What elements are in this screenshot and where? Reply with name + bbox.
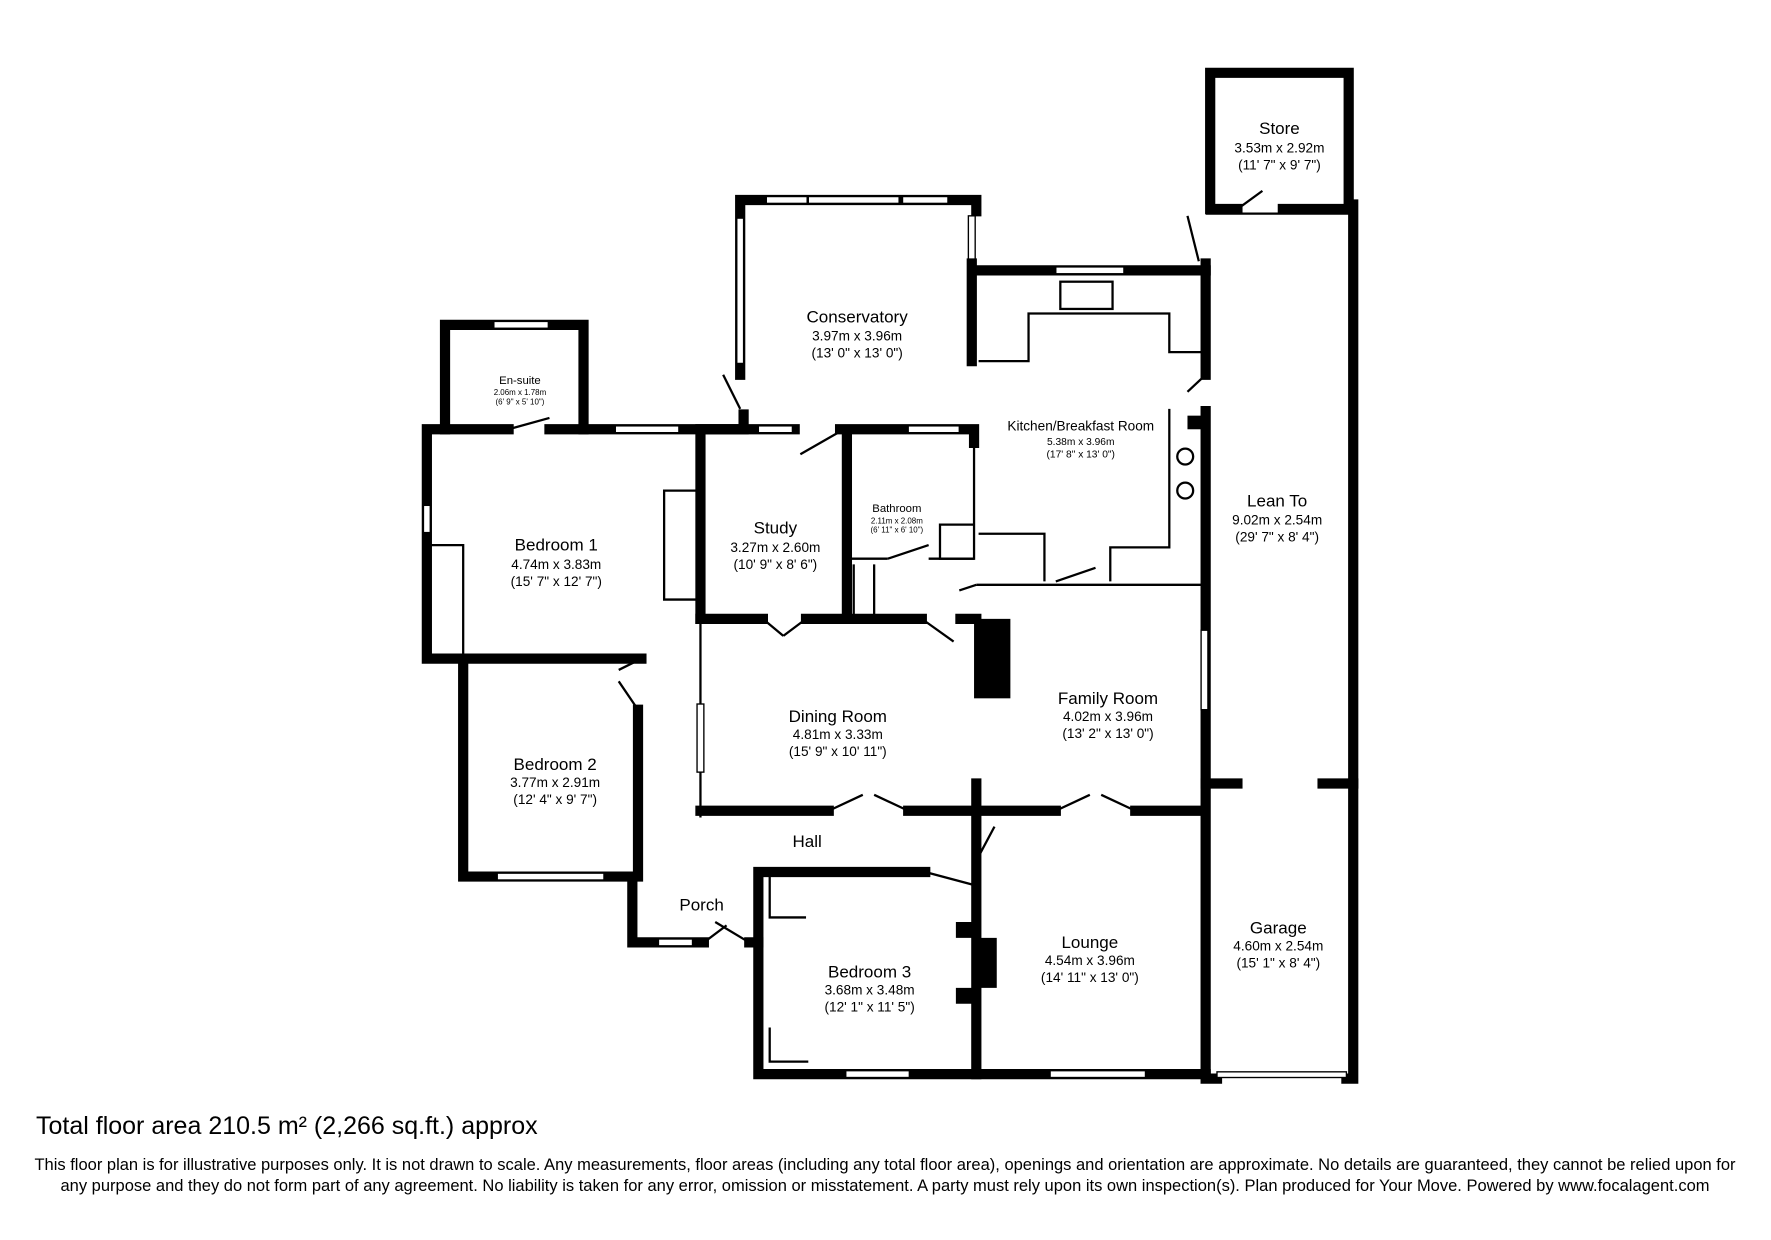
room-kitchen: Kitchen/Breakfast Room 5.38m x 3.96m (17' …	[1007, 418, 1154, 460]
svg-text:(13' 0" x 13' 0"): (13' 0" x 13' 0")	[811, 346, 902, 361]
svg-text:3.27m x 2.60m: 3.27m x 2.60m	[730, 540, 820, 555]
svg-text:Family Room: Family Room	[1058, 689, 1158, 708]
disclaimer: This floor plan is for illustrative purp…	[34, 1156, 1736, 1195]
svg-text:4.74m x 3.83m: 4.74m x 3.83m	[511, 557, 601, 572]
svg-text:Conservatory: Conservatory	[807, 308, 909, 327]
svg-text:Lounge: Lounge	[1061, 933, 1118, 952]
room-labels: Store 3.53m x 2.92m (11' 7" x 9' 7") Conse…	[494, 119, 1325, 1015]
svg-text:Study: Study	[754, 519, 798, 538]
room-leanto: Lean To 9.02m x 2.54m (29' 7" x 8' 4")	[1232, 491, 1322, 544]
svg-text:Garage: Garage	[1250, 918, 1307, 937]
svg-text:En-suite: En-suite	[499, 375, 541, 387]
svg-text:3.68m x 3.48m: 3.68m x 3.48m	[825, 983, 915, 998]
svg-text:Store: Store	[1259, 119, 1300, 138]
svg-text:4.02m x 3.96m: 4.02m x 3.96m	[1063, 709, 1153, 724]
room-bathroom: Bathroom 2.11m x 2.08m(6' 11" x 6' 10")	[871, 503, 924, 534]
svg-text:4.81m x 3.33m: 4.81m x 3.33m	[793, 727, 883, 742]
svg-text:Bedroom 1: Bedroom 1	[515, 536, 598, 555]
svg-text:3.77m x 2.91m: 3.77m x 2.91m	[510, 775, 600, 790]
svg-text:(12' 4" x 9' 7"): (12' 4" x 9' 7")	[513, 792, 597, 807]
svg-text:(15' 1" x 8' 4"): (15' 1" x 8' 4")	[1236, 955, 1320, 970]
svg-text:3.97m x 3.96m: 3.97m x 3.96m	[812, 329, 902, 344]
svg-text:(10' 9" x 8' 6"): (10' 9" x 8' 6")	[734, 557, 818, 572]
svg-text:Bedroom 3: Bedroom 3	[828, 963, 911, 982]
room-study: Study 3.27m x 2.60m (10' 9" x 8' 6")	[730, 519, 820, 572]
total-floor-area: Total floor area 210.5 m² (2,266 sq.ft.)…	[36, 1112, 538, 1140]
svg-text:9.02m x 2.54m: 9.02m x 2.54m	[1232, 513, 1322, 528]
svg-text:Kitchen/Breakfast Room: Kitchen/Breakfast Room	[1007, 418, 1154, 433]
svg-text:2.06m x 1.78m: 2.06m x 1.78m	[494, 388, 547, 397]
svg-text:Bedroom 2: Bedroom 2	[514, 755, 597, 774]
room-hall: Hall	[793, 832, 822, 851]
svg-text:Porch: Porch	[679, 896, 723, 915]
room-bedroom1: Bedroom 1 4.74m x 3.83m (15' 7" x 12' 7")	[511, 536, 602, 589]
svg-text:2.11m x 2.08m: 2.11m x 2.08m	[871, 517, 923, 526]
svg-text:4.60m x 2.54m: 4.60m x 2.54m	[1233, 938, 1323, 953]
svg-text:Lean To: Lean To	[1247, 491, 1307, 510]
svg-text:5.38m x 3.96m: 5.38m x 3.96m	[1047, 437, 1115, 448]
room-bedroom3: Bedroom 33.68m x 3.48m (12' 1" x 11' 5")	[824, 963, 914, 1015]
svg-text:3.53m x 2.92m: 3.53m x 2.92m	[1234, 140, 1324, 155]
svg-text:(11' 7" x 9' 7"): (11' 7" x 9' 7")	[1238, 157, 1321, 172]
svg-text:(6' 11" x 6' 10"): (6' 11" x 6' 10")	[871, 526, 924, 535]
walls	[421, 67, 1359, 1084]
room-conservatory: Conservatory 3.97m x 3.96m (13' 0" x 13' 0…	[807, 308, 909, 361]
room-porch: Porch	[679, 896, 723, 915]
room-store: Store 3.53m x 2.92m (11' 7" x 9' 7")	[1234, 119, 1324, 172]
svg-text:(15' 7" x 12' 7"): (15' 7" x 12' 7")	[511, 574, 602, 589]
svg-text:Hall: Hall	[793, 832, 822, 851]
room-bedroom2: Bedroom 23.77m x 2.91m (12' 4" x 9' 7")	[510, 755, 600, 807]
svg-text:(14' 11" x 13' 0"): (14' 11" x 13' 0")	[1041, 970, 1139, 985]
svg-text:Bathroom: Bathroom	[872, 503, 921, 515]
svg-text:(13' 2" x 13' 0"): (13' 2" x 13' 0")	[1062, 726, 1153, 741]
svg-text:(12' 1" x 11' 5"): (12' 1" x 11' 5")	[824, 1000, 914, 1015]
svg-text:(6' 9" x 5' 10"): (6' 9" x 5' 10")	[496, 397, 545, 406]
svg-text:(17' 8" x 13' 0"): (17' 8" x 13' 0")	[1047, 450, 1115, 461]
svg-text:(15' 9" x 10' 11"): (15' 9" x 10' 11")	[789, 744, 887, 759]
svg-text:Dining Room: Dining Room	[789, 707, 887, 726]
svg-text:4.54m x 3.96m: 4.54m x 3.96m	[1045, 953, 1135, 968]
svg-text:(29' 7" x 8' 4"): (29' 7" x 8' 4")	[1235, 530, 1319, 545]
